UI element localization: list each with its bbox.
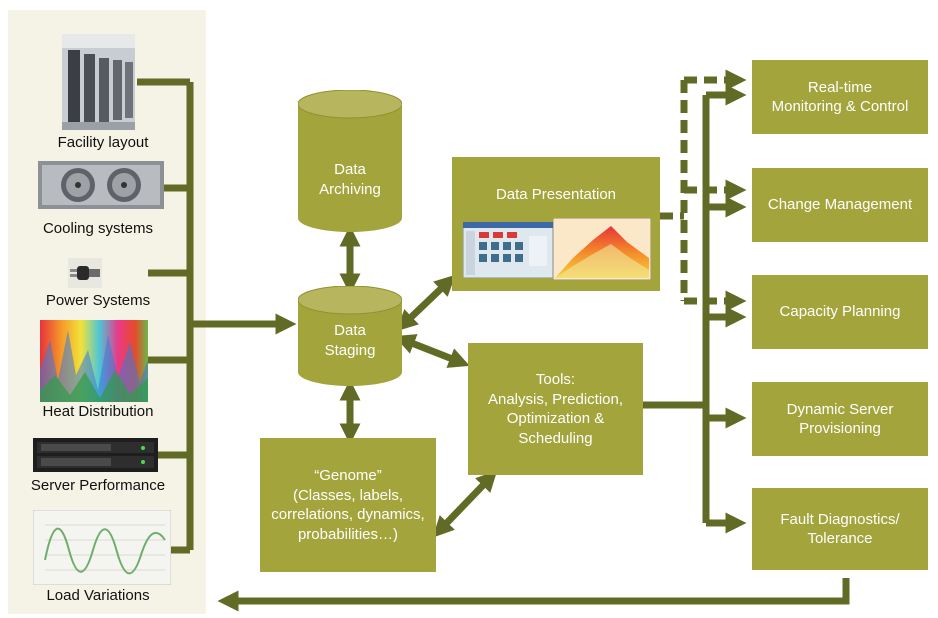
staging-presentation-arrow — [396, 274, 456, 332]
data-staging-cylinder — [297, 285, 403, 386]
output-box-capacity-planning: Capacity Planning — [752, 275, 928, 349]
output-box-fault-diagnostics: Fault Diagnostics/ Tolerance — [752, 488, 928, 570]
output-box-realtime-monitoring: Real-time Monitoring & Control — [752, 60, 928, 134]
output-box-change-management: Change Management — [752, 168, 928, 242]
server-rack-photo-icon — [62, 34, 135, 130]
data-archiving-label: Data Archiving — [319, 161, 381, 198]
staging-tools-arrow — [394, 334, 470, 368]
source-label-facility-layout: Facility layout — [57, 134, 149, 151]
source-label-cooling-systems: Cooling systems — [42, 220, 154, 237]
source-label-power-systems: Power Systems — [45, 292, 151, 309]
load-chart-photo-icon — [32, 509, 172, 586]
genome-tools-arrow — [432, 470, 498, 538]
source-label-heat-distribution: Heat Distribution — [42, 403, 154, 420]
feedback-arrow — [217, 578, 850, 612]
data-staging-label: Data Staging — [324, 322, 376, 359]
genome-box: “Genome” (Classes, labels, correlations,… — [260, 438, 436, 572]
output-box-dynamic-provisioning: Dynamic Server Provisioning — [752, 382, 928, 456]
server-unit-photo-icon — [33, 438, 158, 472]
heat-map-photo-icon — [40, 320, 148, 402]
power-plug-photo-icon — [68, 258, 102, 288]
cooling-fan-photo-icon — [38, 161, 164, 209]
tools-box: Tools: Analysis, Prediction, Optimizatio… — [468, 343, 643, 475]
data-presentation-title: Data Presentation — [495, 186, 617, 203]
dashboard-screenshot-icon — [462, 221, 554, 279]
heatmap-screenshot-icon — [552, 217, 652, 281]
source-label-server-performance: Server Performance — [30, 477, 166, 494]
source-label-load-variations: Load Variations — [46, 587, 150, 604]
data-archiving-cylinder — [297, 89, 403, 232]
